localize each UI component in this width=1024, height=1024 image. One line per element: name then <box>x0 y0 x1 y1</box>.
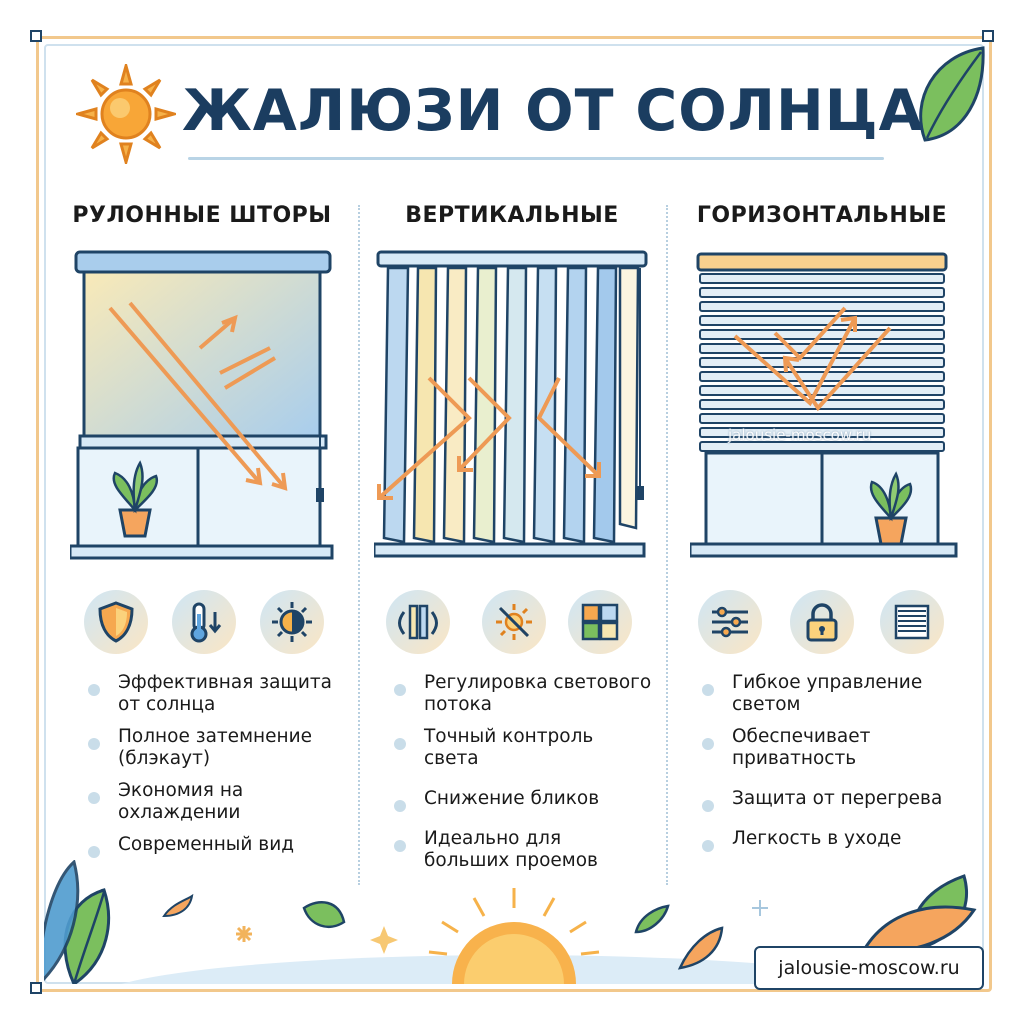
watermark: jalousie-moscow.ru <box>728 426 872 444</box>
horizontal-blinds-illustration <box>690 252 958 558</box>
bullet-dot <box>88 792 100 804</box>
bullet-dot <box>702 800 714 812</box>
list-item: Легкость в уходе <box>700 828 970 852</box>
list-item: Точный контроль света <box>392 726 652 770</box>
bullet-dot <box>702 840 714 852</box>
shield-icon <box>84 590 148 654</box>
column-divider <box>358 205 360 885</box>
feature-list-horizontal: Гибкое управление светом Обеспечивает пр… <box>700 672 970 852</box>
page-title: ЖАЛЮЗИ ОТ СОЛНЦА <box>182 78 924 144</box>
list-item: Регулировка светового потока <box>392 672 652 716</box>
no-glare-icon <box>482 590 546 654</box>
bullet-dot <box>394 738 406 750</box>
corner-mark <box>30 30 42 42</box>
fabric-samples-icon <box>568 590 632 654</box>
column-divider <box>666 205 668 885</box>
feature-list-roller: Эффективная защита от солнца Полное зате… <box>86 672 356 858</box>
padlock-icon <box>790 590 854 654</box>
column-heading-horizontal: ГОРИЗОНТАЛЬНЫЕ <box>696 203 948 228</box>
venetian-blind-icon <box>880 590 944 654</box>
bullet-dot <box>88 684 100 696</box>
leaf-icon <box>919 46 985 142</box>
title-underline <box>188 157 884 160</box>
list-item: Снижение бликов <box>392 788 652 812</box>
sliders-icon <box>698 590 762 654</box>
list-item: Экономия на охлаждении <box>86 780 356 824</box>
vertical-blinds-illustration <box>374 250 648 558</box>
column-heading-vertical: ВЕРТИКАЛЬНЫЕ <box>405 203 619 228</box>
corner-mark <box>30 982 42 994</box>
bullet-dot <box>88 738 100 750</box>
list-item: Обеспечивает приватность <box>700 726 970 770</box>
thermometer-icon <box>172 590 236 654</box>
list-item: Полное затемнение (блэкаут) <box>86 726 356 770</box>
list-item: Защита от перегрева <box>700 788 970 812</box>
column-heading-roller: РУЛОННЫЕ ШТОРЫ <box>72 203 332 228</box>
list-item: Современный вид <box>86 834 356 858</box>
website-label: jalousie-moscow.ru <box>754 946 984 990</box>
list-item: Эффективная защита от солнца <box>86 672 356 716</box>
sun-icon <box>76 64 176 164</box>
bullet-dot <box>702 738 714 750</box>
bullet-dot <box>88 846 100 858</box>
bottom-decoration <box>44 860 977 984</box>
blackout-sun-icon <box>260 590 324 654</box>
feature-list-vertical: Регулировка светового потока Точный конт… <box>392 672 652 872</box>
bullet-dot <box>394 840 406 852</box>
list-item: Гибкое управление светом <box>700 672 970 716</box>
bullet-dot <box>394 800 406 812</box>
list-item: Идеально для больших проемов <box>392 828 652 872</box>
outer-frame <box>36 36 992 992</box>
corner-mark <box>982 30 994 42</box>
roller-blind-illustration <box>70 250 334 560</box>
bullet-dot <box>702 684 714 696</box>
bullet-dot <box>394 684 406 696</box>
rotate-slats-icon <box>386 590 450 654</box>
